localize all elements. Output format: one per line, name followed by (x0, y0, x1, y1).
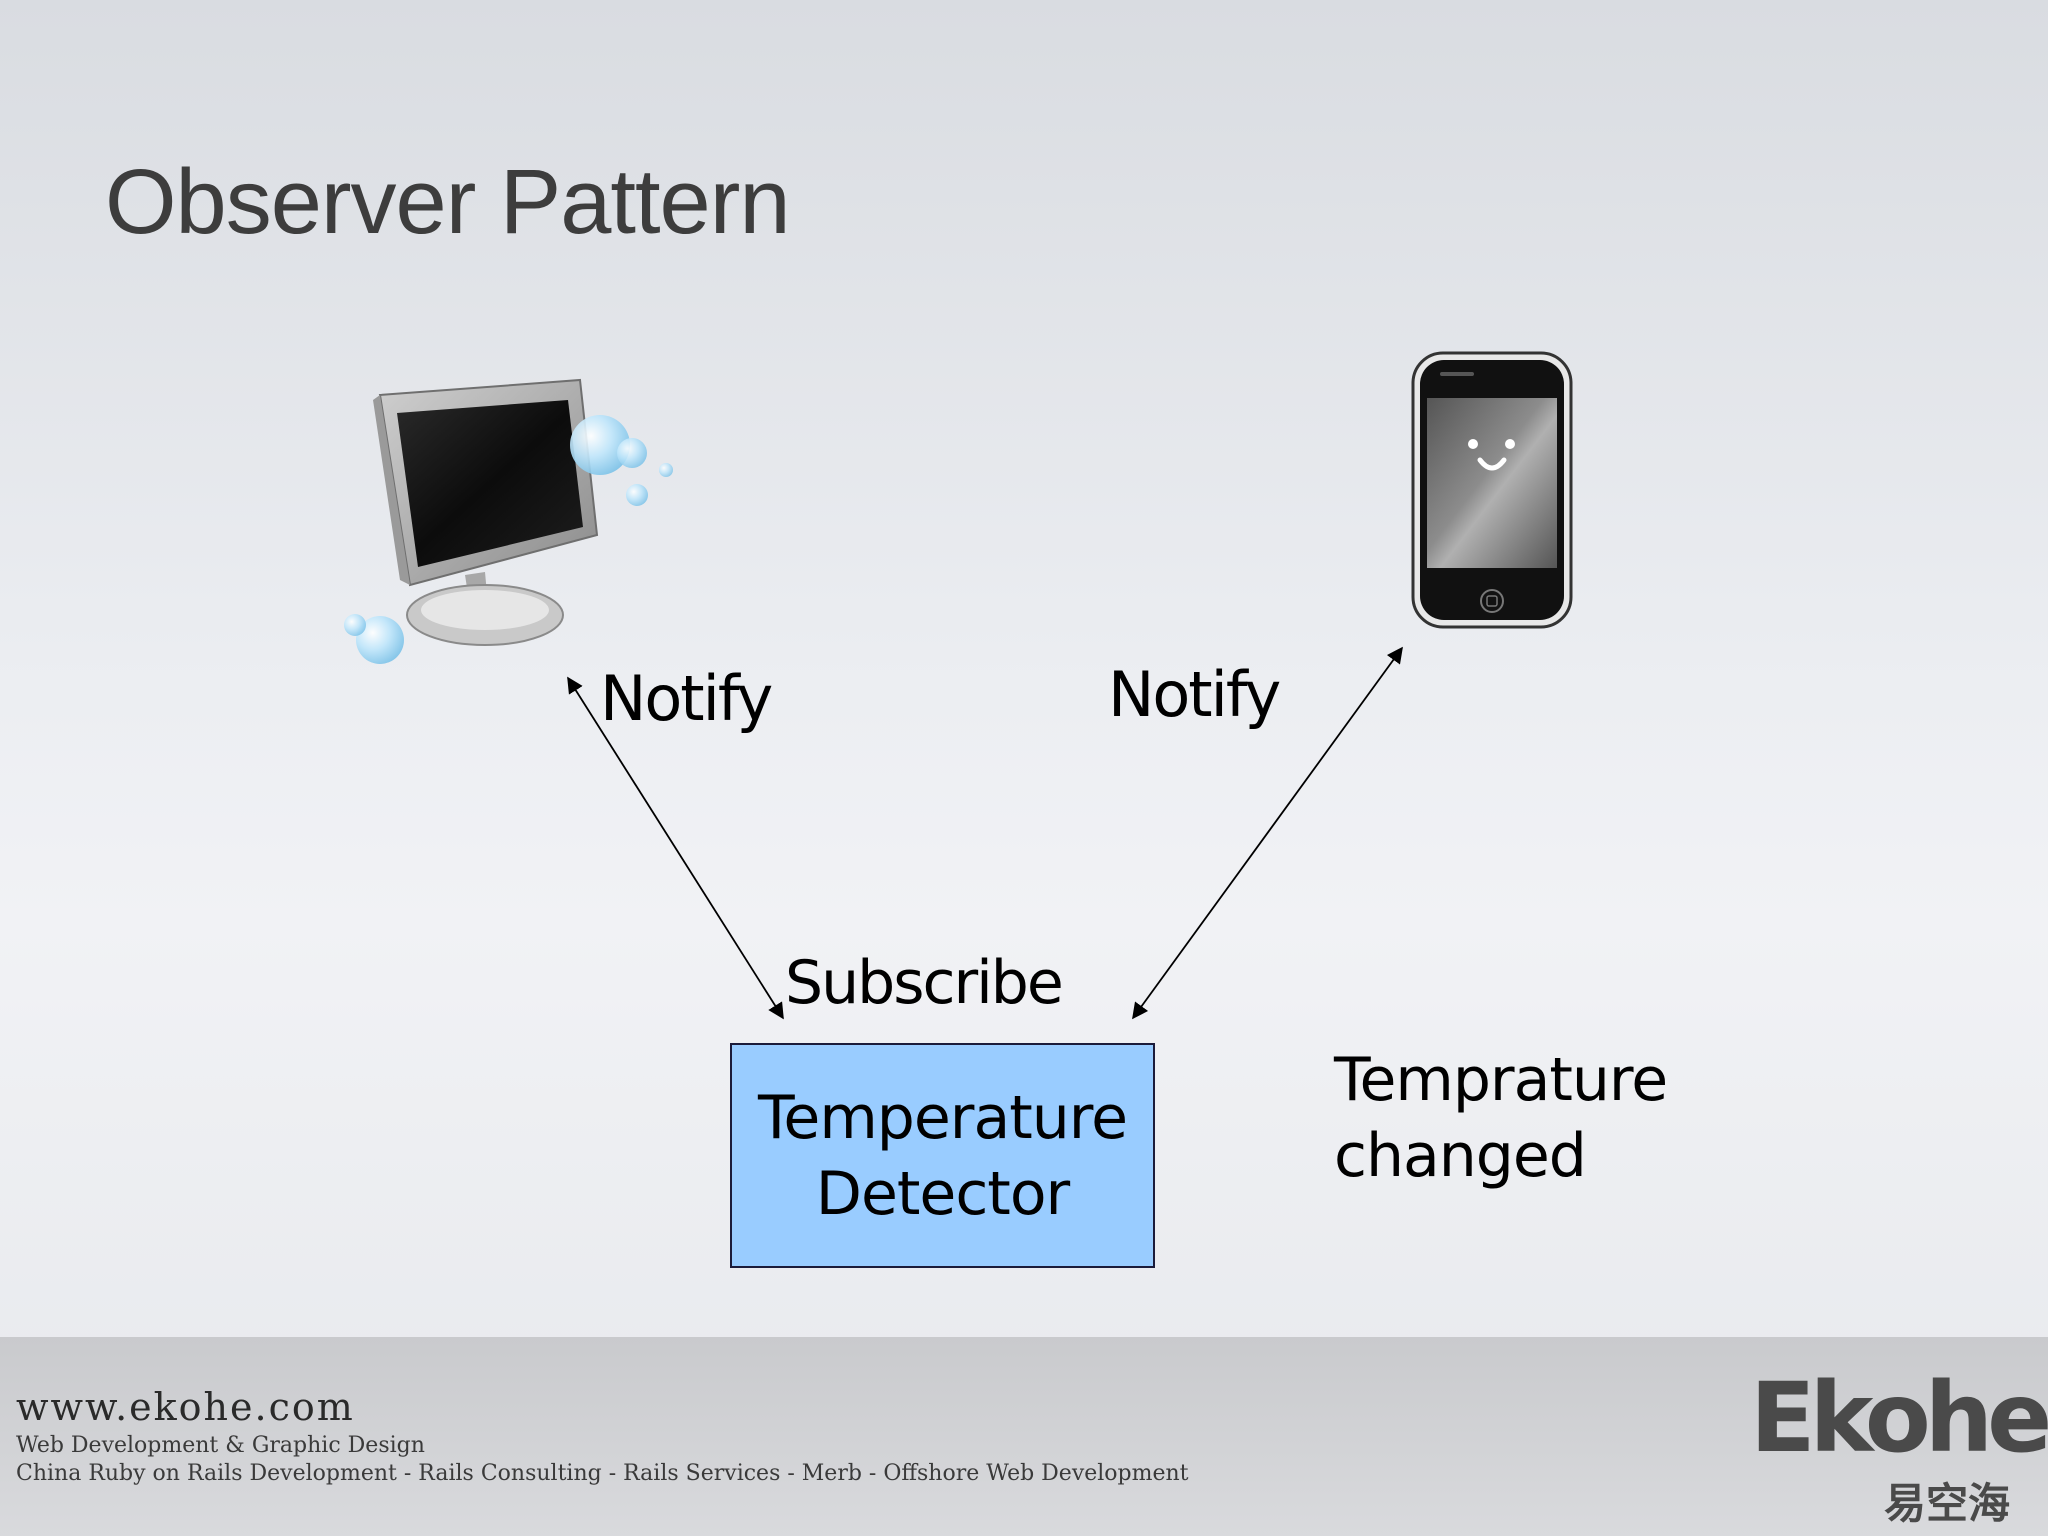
slide-title: Observer Pattern (105, 151, 791, 253)
ekohe-logo: Ekohe 易空海 (1750, 1362, 2048, 1531)
brand-name-cn: 易空海 (1883, 1479, 2010, 1528)
footer-services: China Ruby on Rails Development - Rails … (16, 1461, 1189, 1486)
arrow-phone-detector (1132, 646, 1403, 1020)
subscribe-label: Subscribe (785, 948, 1064, 1018)
detector-label-line2: Detector (815, 1158, 1070, 1229)
detector-label-line1: Temperature (757, 1082, 1128, 1153)
phone-icon (1411, 351, 1573, 629)
notify-label-left: Notify (600, 662, 773, 735)
monitor-icon (344, 378, 673, 664)
footer-tagline: Web Development & Graphic Design (16, 1433, 425, 1458)
temperature-changed-label: Temprature changed (1334, 1042, 1668, 1194)
temperature-detector-box: Temperature Detector (730, 1043, 1155, 1268)
notify-label-right: Notify (1108, 658, 1281, 731)
footer-url[interactable]: www.ekohe.com (16, 1385, 355, 1429)
changed-line1: Temprature (1334, 1045, 1668, 1115)
footer-bar (0, 1337, 2048, 1536)
changed-line2: changed (1334, 1121, 1587, 1191)
arrow-monitor-detector (567, 676, 784, 1020)
brand-name: Ekohe (1750, 1362, 2048, 1474)
